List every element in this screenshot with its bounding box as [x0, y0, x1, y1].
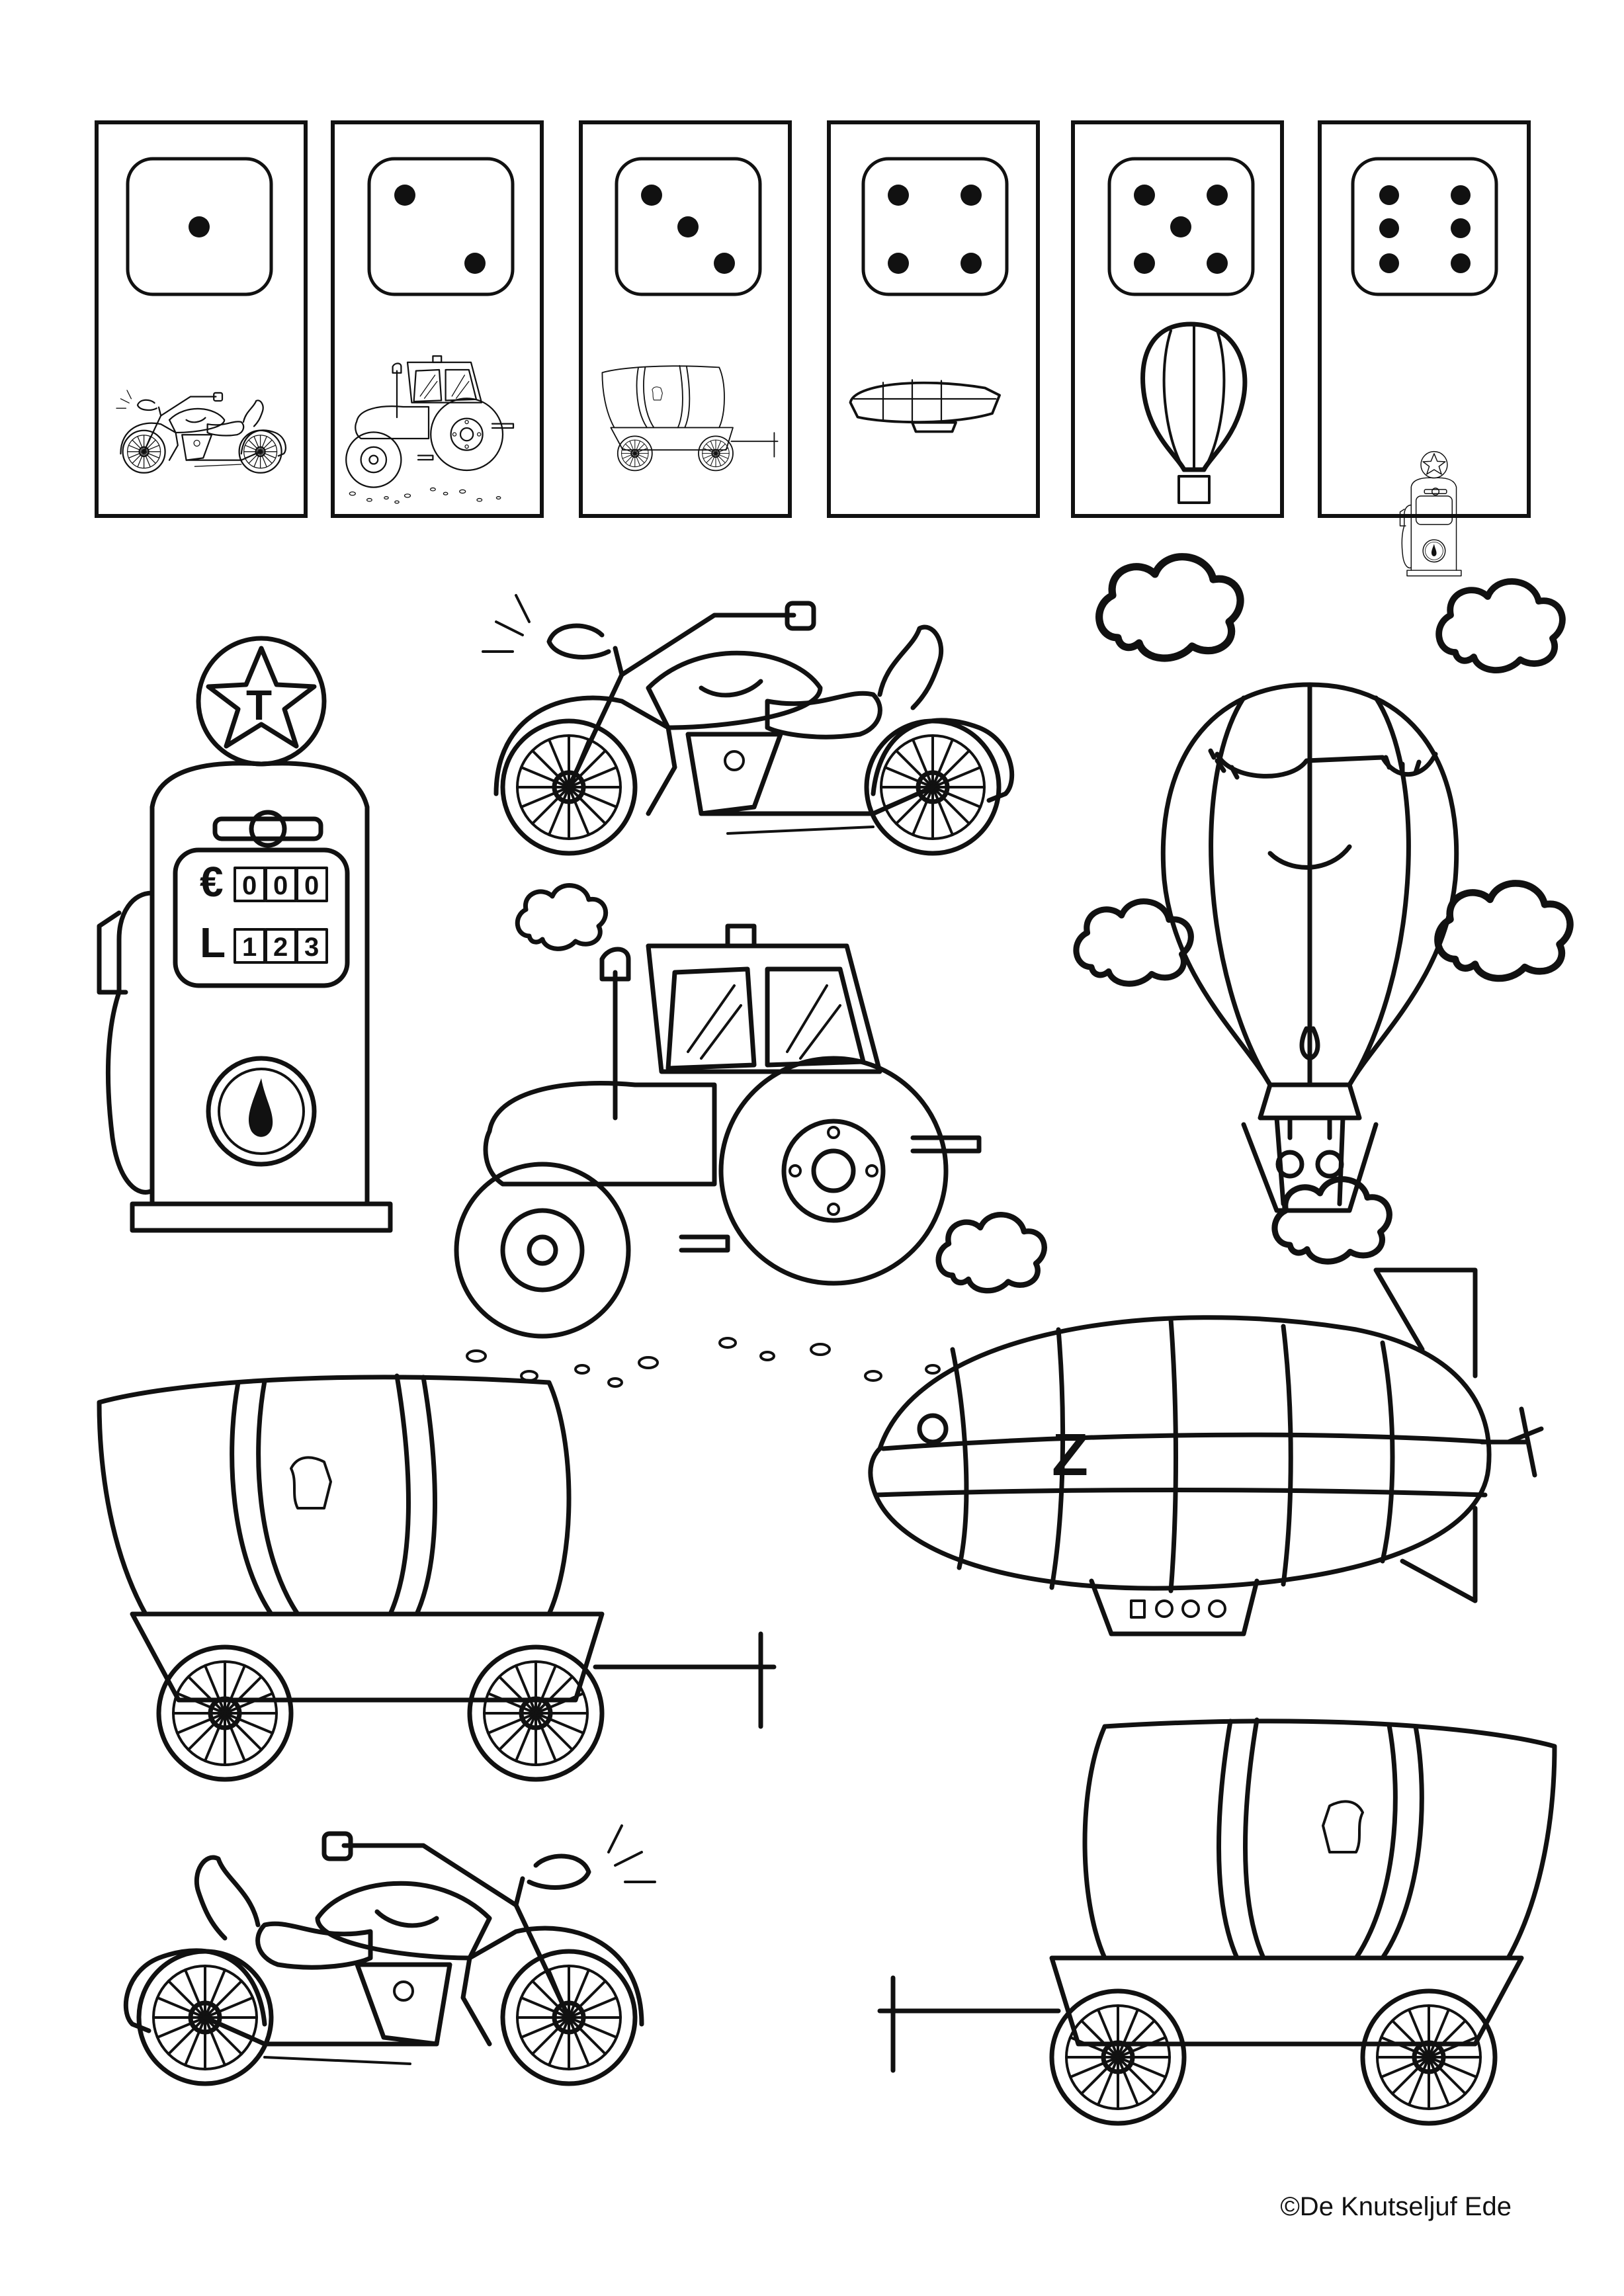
cloud-icon: [1099, 557, 1240, 658]
cloud-icon: [517, 886, 605, 949]
dice-card-5: [1071, 120, 1284, 518]
dice-card-4: [827, 120, 1040, 518]
dice-card-1: [95, 120, 308, 518]
motorcycle-drawing: [126, 1826, 655, 2084]
cloud-icon: [1439, 581, 1562, 670]
fuel-pump-drawing: [97, 636, 393, 1233]
pump-sign-letter: T: [246, 681, 272, 729]
tractor-drawing: [456, 926, 979, 1386]
motorcycle-drawing: [483, 595, 1012, 853]
hot-air-balloon-drawing: [1160, 682, 1459, 1213]
cloud-icon: [1275, 1179, 1389, 1262]
pump-liter-display: 1 2 3: [234, 928, 328, 964]
covered-wagon-drawing: [880, 1720, 1555, 2123]
dice-card-6: [1318, 120, 1531, 577]
pump-liter-digit: 2: [273, 933, 288, 962]
cloud-icon: [1437, 883, 1570, 978]
dice-card-3: [579, 120, 792, 518]
cloud-icon: [939, 1214, 1045, 1291]
pump-liter-digit: 3: [304, 933, 319, 962]
copyright-credit: ©De Knutseljuf Ede: [1280, 2192, 1512, 2221]
zeppelin-drawing: [868, 1267, 1544, 1637]
pump-liter-digit: 1: [242, 933, 257, 962]
dice-card-2: [331, 120, 544, 518]
pump-price-digit: 0: [273, 871, 288, 900]
pump-price-display: 0 0 0: [234, 867, 328, 902]
cloud-icon: [1076, 902, 1191, 984]
pump-price-digit: 0: [242, 871, 257, 900]
pump-currency-symbol: €: [200, 858, 224, 906]
zeppelin-letter: Z: [1052, 1422, 1088, 1488]
covered-wagon-drawing: [99, 1376, 774, 1779]
pump-price-digit: 0: [304, 871, 319, 900]
pump-liter-symbol: L: [200, 919, 226, 966]
